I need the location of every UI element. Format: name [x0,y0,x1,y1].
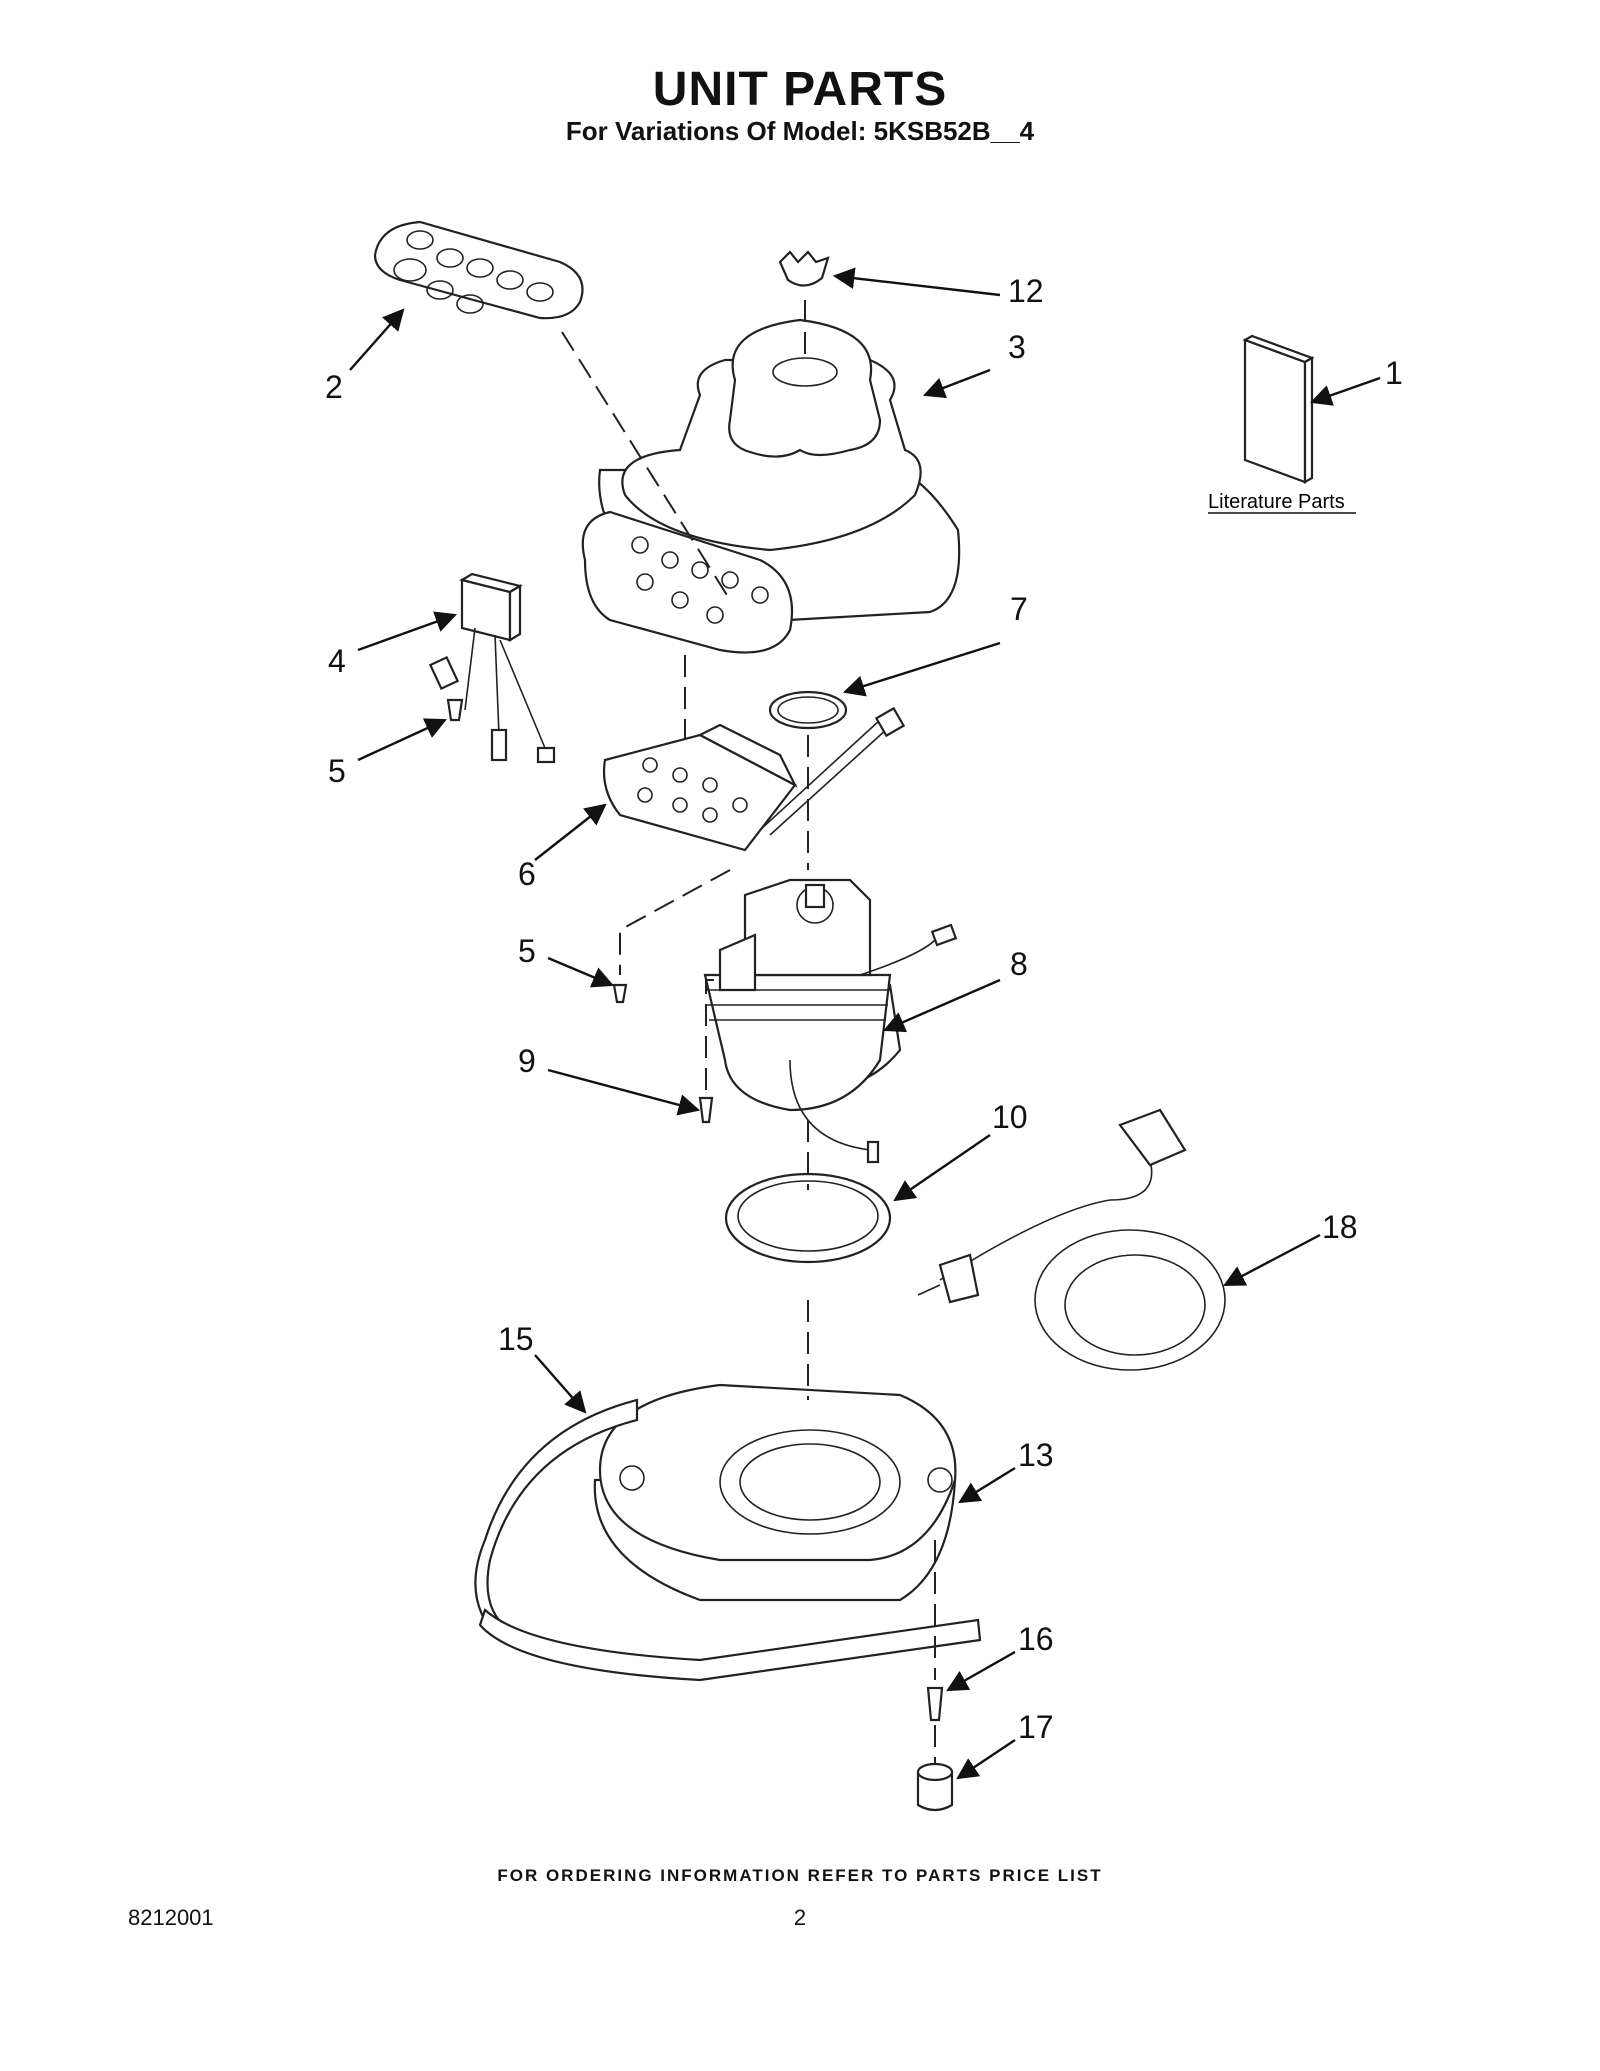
part-1-literature [1242,334,1315,484]
part-3-top-housing [581,318,961,654]
page-title: UNIT PARTS [652,63,948,116]
callout-13: 13 [1018,1437,1054,1473]
callout-8: 8 [1010,946,1028,982]
callout-leaders [349,267,1381,1780]
part-5-screw-lower [612,983,628,1004]
document-number: 8212001 [128,1905,214,1930]
callout-12: 12 [1008,273,1044,309]
part-2-keypad-overlay [373,220,584,320]
part-4-capacitor-assembly [428,572,556,764]
callout-4: 4 [328,643,346,679]
callout-10: 10 [992,1099,1028,1135]
callout-18: 18 [1322,1209,1358,1245]
part-6-control-board [602,706,906,852]
part-8-motor [703,878,958,1164]
literature-parts-label: Literature Parts [1208,491,1345,513]
page-number: 2 [793,1905,807,1930]
part-16-screw [926,1686,944,1722]
callout-15: 15 [498,1321,534,1357]
ordering-note: FOR ORDERING INFORMATION REFER TO PARTS … [497,1866,1103,1885]
callout-1: 1 [1385,355,1403,391]
callout-9: 9 [518,1043,536,1079]
part-5-screw-upper [446,698,464,722]
callout-2: 2 [325,369,343,405]
part-9-screw [698,1096,714,1124]
part-12-drive-coupler [778,250,830,287]
callout-5-upper: 5 [328,753,346,789]
callout-3: 3 [1008,329,1026,365]
part-13-base [593,1383,957,1602]
callout-5-lower: 5 [518,933,536,969]
model-subtitle: For Variations Of Model: 5KSB52B__4 [565,116,1035,146]
callout-17: 17 [1018,1709,1054,1745]
part-7-gasket-small [768,690,848,730]
callout-7: 7 [1010,591,1028,627]
part-10-gasket-large [724,1172,892,1264]
part-18-power-cord [917,1108,1226,1371]
callout-16: 16 [1018,1621,1054,1657]
part-17-foot [916,1762,954,1812]
part-15-trim-band [474,1398,982,1682]
assembly-centerlines [561,300,936,1765]
callout-6: 6 [518,856,536,892]
